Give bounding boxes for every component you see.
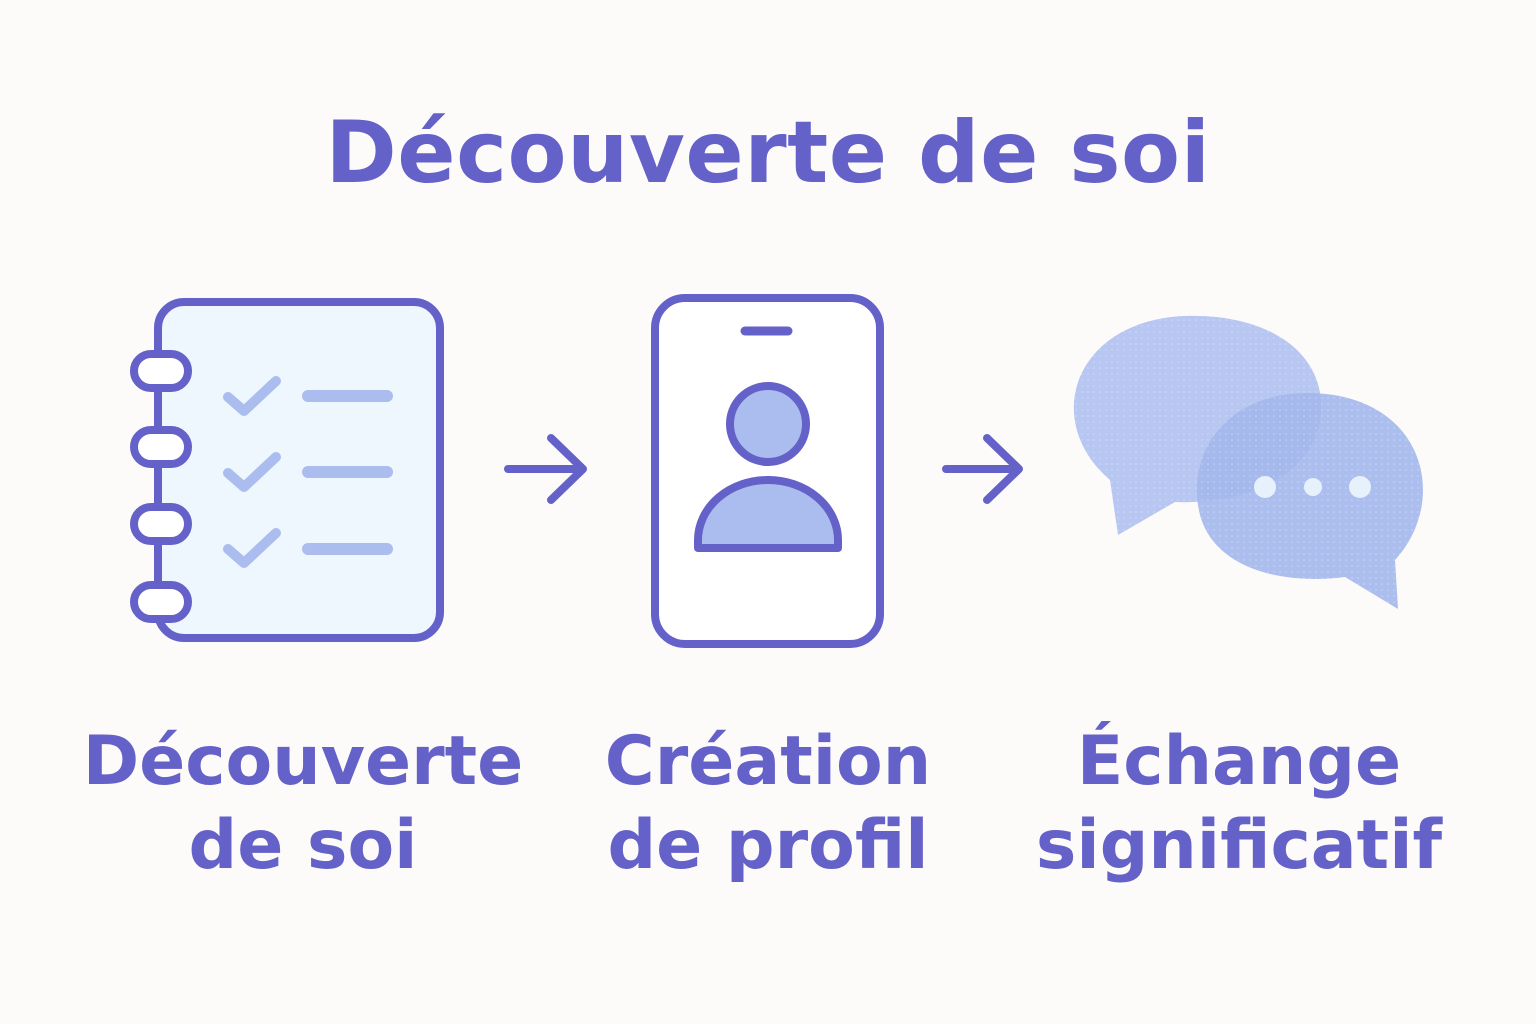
step-label-exchange: Échange significatif	[979, 720, 1499, 888]
step-label-line: de profil	[607, 806, 929, 885]
diagram-title: Découverte de soi	[325, 103, 1211, 203]
checkmark-icon	[223, 376, 281, 568]
binding-rings	[130, 350, 192, 623]
checklist-notebook-icon	[130, 298, 444, 642]
step-label-line: Découverte	[82, 722, 524, 801]
step-label-line: Échange	[1076, 722, 1402, 801]
step-label-line: significatif	[1035, 806, 1443, 885]
step-label-line: de soi	[188, 806, 418, 885]
profile-phone-icon	[651, 294, 884, 648]
arrow-right-icon	[942, 434, 1023, 504]
step-label-profile: Création de profil	[508, 720, 1028, 888]
chat-bubbles-icon	[1073, 315, 1423, 609]
avatar-body	[694, 476, 842, 552]
text-line	[302, 390, 393, 555]
step-label-discovery: Découverte de soi	[43, 720, 563, 888]
arrow-right-icon	[504, 434, 587, 504]
typing-dots-icon	[1254, 476, 1371, 498]
step-label-line: Création	[604, 722, 932, 801]
avatar-head	[726, 382, 810, 466]
